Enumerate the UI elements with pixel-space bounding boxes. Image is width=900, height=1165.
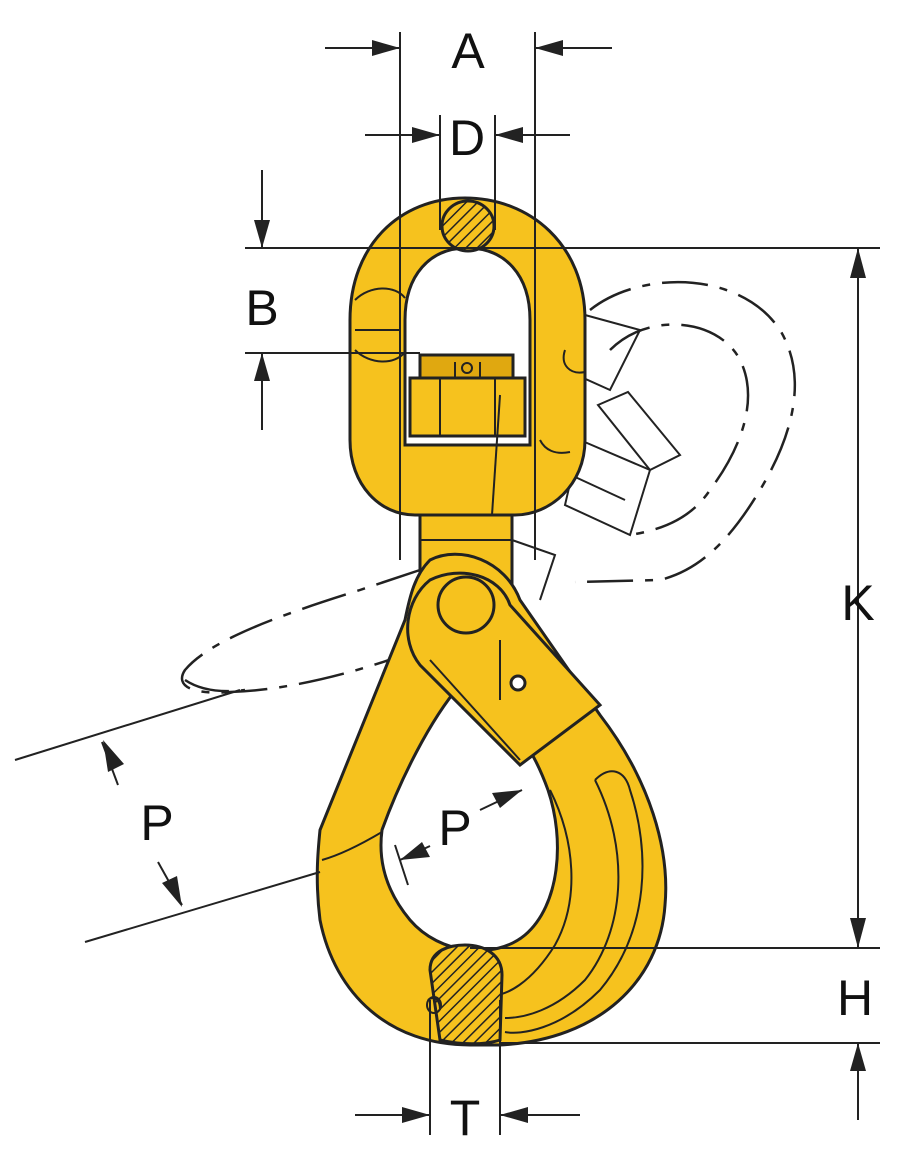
hook-body <box>315 552 668 1047</box>
dim-label-k: K <box>841 575 874 631</box>
eye-nut <box>408 353 527 438</box>
swivel-eye <box>348 196 587 517</box>
dim-label-t: T <box>450 1090 481 1146</box>
dim-label-b: B <box>245 280 278 336</box>
dim-label-h: H <box>837 970 873 1026</box>
dim-label-p-inner: P <box>438 800 471 856</box>
dim-label-p-outer: P <box>140 795 173 851</box>
dimension-lines <box>14 32 880 1135</box>
dim-label-a: A <box>451 23 485 79</box>
dim-label-d: D <box>449 110 485 166</box>
